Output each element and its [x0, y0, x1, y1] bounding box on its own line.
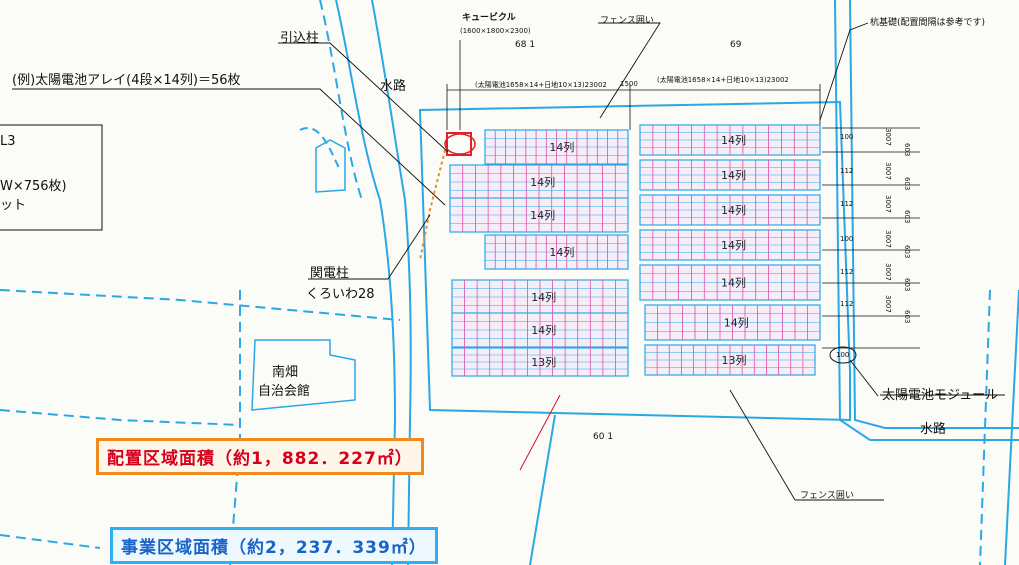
array-label-left-1: 14列 — [530, 175, 555, 189]
dashed-line-3 — [0, 534, 101, 549]
dashed-line-4 — [229, 290, 241, 565]
cubicle-dims: (1600×1800×2300) — [460, 27, 531, 35]
array-label-left-4: 14列 — [531, 290, 556, 304]
right-spacing-value: 3007 — [884, 162, 892, 180]
array-label-right-1: 14列 — [721, 168, 746, 182]
right-spacing-value: 3007 — [884, 295, 892, 313]
fence-boundary — [418, 100, 851, 422]
minamihata-label: 南畑 — [272, 365, 299, 380]
waterway-line-1 — [335, 0, 397, 565]
partial-text-3: ット — [0, 198, 27, 213]
project-area-label: 事業区域面積（約2，237．339㎡） — [110, 527, 438, 564]
project-leader-line — [529, 414, 556, 565]
waterway-right-label: 水路 — [920, 422, 947, 437]
right-dim-value: 100 — [840, 235, 854, 243]
right-boundary-2 — [849, 0, 1019, 429]
kuroiwa-label: くろいわ28 — [306, 287, 375, 302]
building-outline-1 — [315, 139, 346, 193]
stake-note: 杭基礎(配置間隔は参考です) — [870, 18, 986, 28]
dimension-left: (太陽電池1658×14+日地10×13)23002 — [475, 81, 607, 89]
array-label-left-0: 14列 — [549, 140, 574, 154]
right-spacing-value: 3007 — [884, 195, 892, 213]
right-gap-value: 603 — [903, 310, 911, 324]
partial-text-1: L3 — [0, 134, 16, 149]
lot-label-left: 68 1 — [515, 40, 536, 50]
dashed-line-2 — [0, 409, 241, 426]
right-spacing-value: 3007 — [884, 128, 892, 146]
waterway-top-label: 水路 — [380, 79, 407, 94]
right-dim-value: 112 — [840, 300, 854, 308]
array-label-right-0: 14列 — [721, 133, 746, 147]
cubicle-marker — [446, 132, 472, 156]
lead-pole-label: 引込柱 — [280, 31, 320, 46]
right-dim-value: 100 — [840, 133, 854, 141]
lot-label-right: 69 — [730, 40, 742, 50]
array-label-left-3: 14列 — [549, 245, 574, 259]
dashed-line-1 — [0, 289, 401, 321]
road-line — [319, 0, 363, 201]
marker-100: 100 — [836, 351, 850, 359]
lot-label-bottom: 60 1 — [593, 432, 614, 442]
curve-line — [299, 127, 341, 171]
right-gap-value: 603 — [903, 278, 911, 292]
dashed-line-5 — [979, 289, 991, 565]
partial-legend-box — [0, 124, 103, 231]
right-boundary — [834, 0, 1019, 441]
right-dimension-lines — [822, 127, 920, 349]
array-label-right-6: 13列 — [722, 353, 747, 367]
right-spacing-value: 3007 — [884, 230, 892, 248]
right-dim-value: 112 — [840, 200, 854, 208]
right-gap-value: 603 — [903, 177, 911, 191]
array-label-left-6: 13列 — [531, 355, 556, 369]
dimension-right: (太陽電池1658×14+日地10×13)23002 — [657, 76, 789, 84]
kanden-pole-label: 関電柱 — [310, 266, 350, 281]
cable-route — [419, 149, 446, 261]
right-gap-value: 603 — [903, 143, 911, 157]
building-outline-2 — [251, 339, 356, 411]
right-dim-value: 112 — [840, 167, 854, 175]
right-gap-value: 603 — [903, 210, 911, 224]
array-label-right-5: 14列 — [724, 316, 749, 330]
right-dim-value: 112 — [840, 268, 854, 276]
community-hall-label: 自治会館 — [258, 384, 311, 399]
fence-bottom-label: フェンス囲い — [800, 491, 854, 501]
right-edge-line — [1004, 289, 1019, 565]
array-label-right-2: 14列 — [721, 203, 746, 217]
right-spacing-value: 3007 — [884, 263, 892, 281]
layout-area-label: 配置区域面積（約1，882．227㎡） — [96, 438, 424, 475]
array-example-label: (例)太陽電池アレイ(4段×14列)＝56枚 — [12, 73, 241, 88]
array-label-left-2: 14列 — [530, 208, 555, 222]
cubicle-ring — [444, 133, 476, 155]
right-gap-value: 603 — [903, 245, 911, 259]
array-label-right-3: 14列 — [721, 238, 746, 252]
module-label: 太陽電池モジュール — [882, 388, 999, 403]
partial-text-2: W×756枚) — [0, 179, 67, 194]
array-label-left-5: 14列 — [531, 323, 556, 337]
solar-array-grid: 14列 14列 14列 14列 14列 14列 13列 14列 14列 14列 14列 14列 14列 1… — [449, 124, 821, 377]
dimension-lines — [446, 40, 821, 130]
module-marker — [829, 346, 857, 364]
fence-top-label: フェンス囲い — [600, 16, 654, 26]
waterway-line-2 — [371, 0, 412, 565]
leader-lines — [12, 22, 1005, 501]
cubicle-label: キュービクル — [462, 13, 516, 23]
dimension-mid: 1500 — [620, 80, 638, 88]
array-label-right-4: 14列 — [721, 276, 746, 290]
